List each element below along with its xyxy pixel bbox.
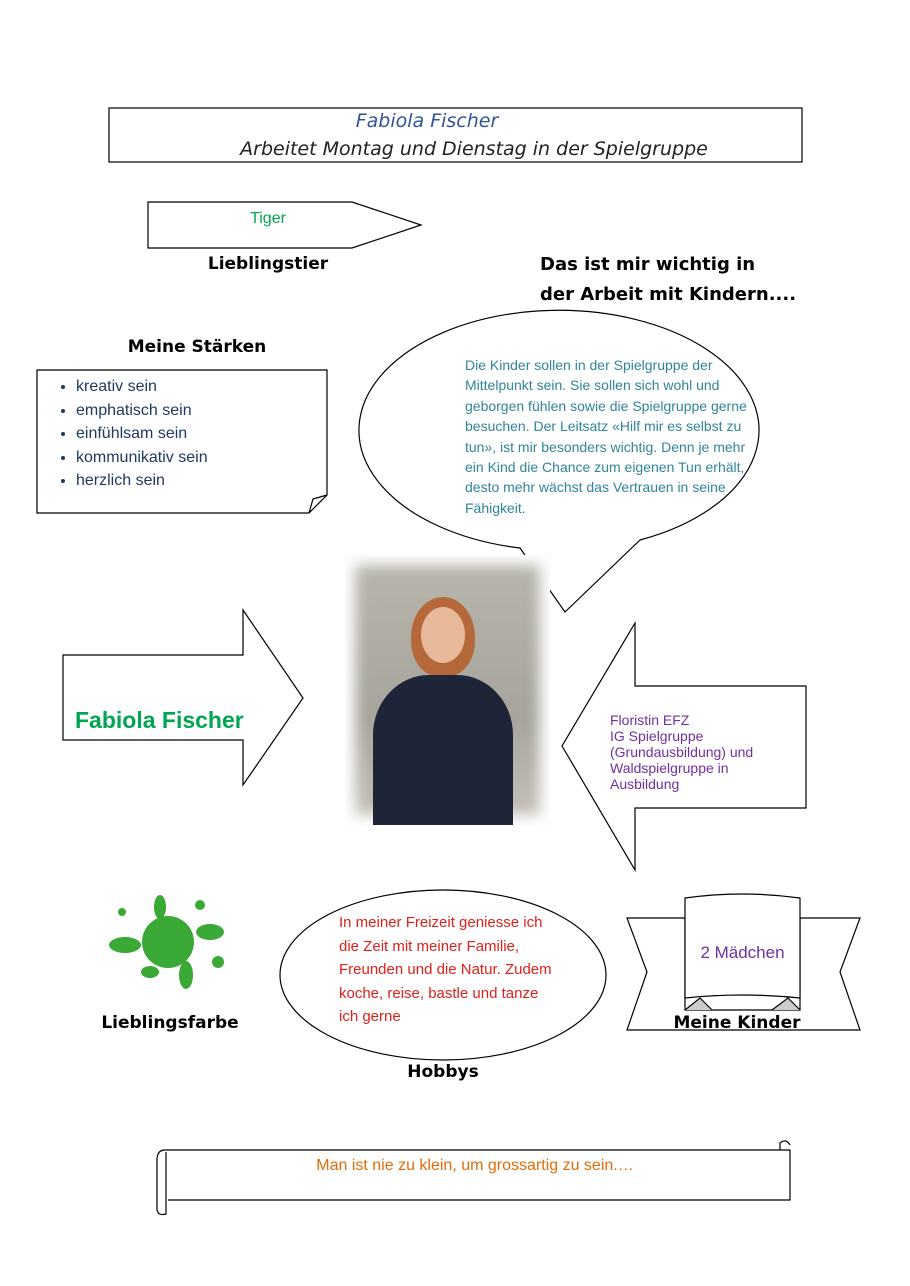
favorite-color-label: Lieblingsfarbe — [101, 1013, 239, 1033]
quote-scroll — [156, 1140, 791, 1216]
ribbon-center — [684, 893, 801, 999]
favorite-animal-label: Lieblingstier — [207, 254, 329, 274]
children-value: 2 Mädchen — [700, 943, 785, 962]
green-splash-icon — [109, 895, 224, 989]
blouse — [373, 675, 513, 825]
education-line: Waldspielgruppe in — [610, 760, 729, 776]
face — [421, 607, 465, 663]
strengths-list: kreativ sein emphatisch sein einfühlsam … — [48, 375, 208, 493]
education-line: Floristin EFZ — [610, 712, 690, 728]
strength-item: herzlich sein — [76, 469, 208, 493]
name-arrow-text: Fabiola Fischer — [75, 707, 244, 733]
header-box — [108, 107, 803, 163]
hobbies-text: In meiner Freizeit geniesse ich die Zeit… — [339, 914, 552, 1025]
ribbon-fold — [684, 997, 801, 1011]
important-heading-2: der Arbeit mit Kindern.... — [540, 284, 797, 305]
hobbies-label: Hobbys — [407, 1062, 479, 1082]
education-text: Floristin EFZ IG Spielgruppe (Grundausbi… — [610, 712, 753, 792]
education-line: (Grundausbildung) und — [610, 744, 754, 760]
header-subtitle: Arbeitet Montag und Dienstag in der Spie… — [240, 138, 708, 160]
strength-item: kreativ sein — [76, 375, 208, 399]
tiger-arrow — [147, 201, 423, 249]
strength-item: kommunikativ sein — [76, 446, 208, 470]
strengths-label: Meine Stärken — [127, 337, 267, 357]
hobby-ellipse — [279, 889, 607, 1061]
name-arrow — [62, 608, 304, 787]
education-line: IG Spielgruppe — [610, 728, 704, 744]
portrait-photo — [345, 555, 550, 825]
important-heading-1: Das ist mir wichtig in — [540, 254, 756, 275]
favorite-animal-value: Tiger — [250, 210, 286, 227]
strength-item: emphatisch sein — [76, 399, 208, 423]
speech-bubble — [358, 309, 760, 613]
education-arrow — [561, 620, 807, 873]
children-label: Meine Kinder — [673, 1013, 801, 1033]
important-text: Die Kinder sollen in der Spielgruppe der… — [465, 357, 747, 516]
strength-item: einfühlsam sein — [76, 422, 208, 446]
strengths-note — [36, 369, 328, 514]
education-line: Ausbildung — [610, 776, 680, 792]
quote-text: Man ist nie zu klein, um grossartig zu s… — [316, 1157, 634, 1174]
header-name: Fabiola Fischer — [355, 110, 499, 132]
